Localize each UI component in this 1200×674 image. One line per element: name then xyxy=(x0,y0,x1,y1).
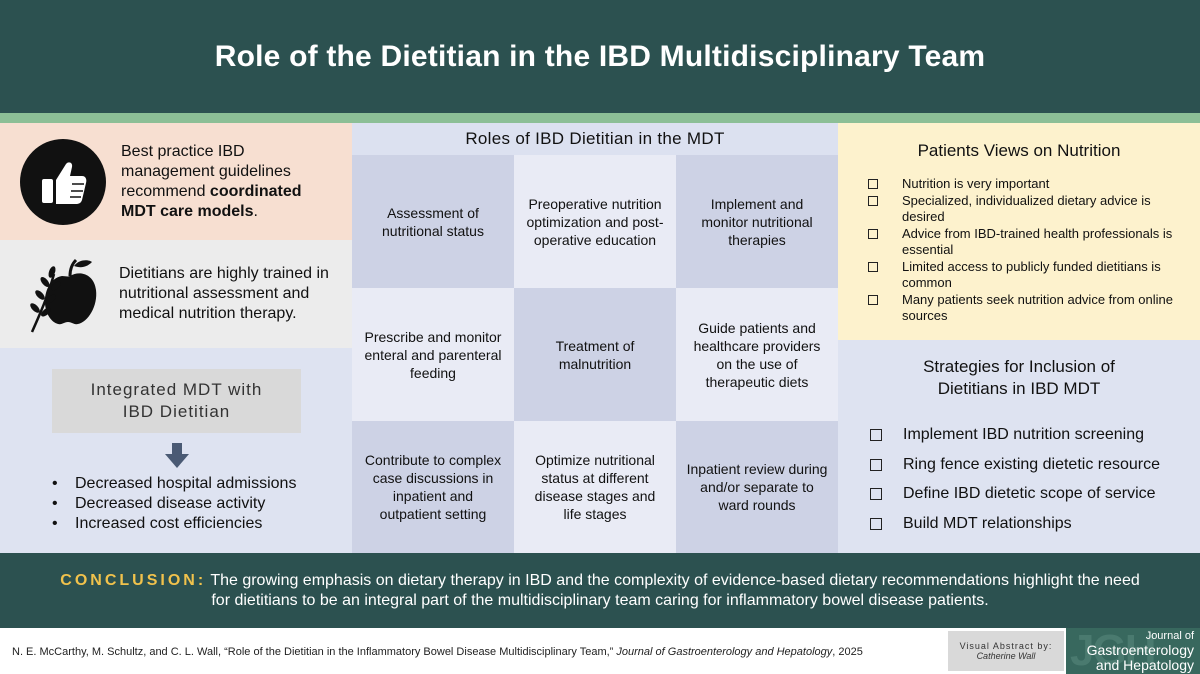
integrated-mdt-card: Integrated MDT with IBD Dietitian Decrea… xyxy=(0,348,352,553)
strategies-card: Strategies for Inclusion of Dietitians i… xyxy=(838,340,1200,553)
checkbox-icon xyxy=(870,517,882,530)
arrow-down-icon xyxy=(165,443,189,468)
roles-panel: Roles of IBD Dietitian in the MDT Assess… xyxy=(352,123,838,553)
role-cell: Inpatient review during and/or separate … xyxy=(676,421,838,553)
checkbox-icon xyxy=(870,488,882,500)
role-cell: Optimize nutritional status at different… xyxy=(514,421,676,553)
header-banner: Role of the Dietitian in the IBD Multidi… xyxy=(0,0,1200,113)
conclusion-label: CONCLUSION: xyxy=(60,571,207,589)
checkbox-icon xyxy=(868,195,878,206)
role-cell: Treatment of malnutrition xyxy=(514,288,676,421)
right-column: Patients Views on Nutrition Nutrition is… xyxy=(838,123,1200,553)
list-item: Limited access to publicly funded dietit… xyxy=(868,259,1188,292)
thumbs-up-icon xyxy=(20,138,106,225)
conclusion-banner: CONCLUSION: The growing emphasis on diet… xyxy=(0,553,1200,628)
guideline-card: Best practice IBD management guidelines … xyxy=(0,123,352,240)
checkbox-icon xyxy=(868,294,878,305)
patients-views-card: Patients Views on Nutrition Nutrition is… xyxy=(838,123,1200,340)
role-cell: Implement and monitor nutritional therap… xyxy=(676,155,838,288)
patients-views-title: Patients Views on Nutrition xyxy=(917,141,1121,160)
guideline-text: Best practice IBD management guidelines … xyxy=(121,142,302,220)
footer: N. E. McCarthy, M. Schultz, and C. L. Wa… xyxy=(0,626,1200,674)
roles-grid: Assessment of nutritional status Preoper… xyxy=(352,155,838,553)
list-item: Implement IBD nutrition screening xyxy=(870,420,1160,450)
visual-abstract-credit: Visual Abstract by: Catherine Wall xyxy=(948,631,1064,671)
strategies-title: Strategies for Inclusion of Dietitians i… xyxy=(923,357,1115,398)
list-item: Decreased hospital admissions xyxy=(52,474,296,494)
list-item: Increased cost efficiencies xyxy=(52,514,296,534)
role-cell: Guide patients and healthcare providers … xyxy=(676,288,838,421)
role-cell: Assessment of nutritional status xyxy=(352,155,514,288)
list-item: Ring fence existing dietetic resource xyxy=(870,450,1160,480)
conclusion-text: CONCLUSION: The growing emphasis on diet… xyxy=(60,571,1140,609)
page-title: Role of the Dietitian in the IBD Multidi… xyxy=(214,39,986,73)
roles-title: Roles of IBD Dietitian in the MDT xyxy=(465,129,725,148)
checkbox-icon xyxy=(868,228,878,239)
list-item: Advice from IBD-trained health professio… xyxy=(868,226,1188,259)
list-item: Build MDT relationships xyxy=(870,509,1160,539)
list-item: Specialized, individualized dietary advi… xyxy=(868,193,1188,226)
header-accent-band xyxy=(0,113,1200,123)
integrated-mdt-label: Integrated MDT with IBD Dietitian xyxy=(52,369,301,433)
citation: N. E. McCarthy, M. Schultz, and C. L. Wa… xyxy=(12,646,863,658)
training-card: Dietitians are highly trained in nutriti… xyxy=(0,240,352,348)
outcomes-list: Decreased hospital admissions Decreased … xyxy=(52,474,296,534)
training-text: Dietitians are highly trained in nutriti… xyxy=(119,265,329,322)
list-item: Define IBD dietetic scope of service xyxy=(870,479,1160,509)
role-cell: Contribute to complex case discussions i… xyxy=(352,421,514,553)
strategies-list: Implement IBD nutrition screening Ring f… xyxy=(870,420,1160,538)
apple-wheat-icon xyxy=(18,252,102,336)
list-item: Decreased disease activity xyxy=(52,494,296,514)
checkbox-icon xyxy=(870,458,882,471)
role-cell: Preoperative nutrition optimization and … xyxy=(514,155,676,288)
journal-logo: JGH Journal of Gastroenterology and Hepa… xyxy=(1066,626,1200,674)
checkbox-icon xyxy=(868,261,878,272)
checkbox-icon xyxy=(870,429,882,441)
role-cell: Prescribe and monitor enteral and parent… xyxy=(352,288,514,421)
patients-views-list: Nutrition is very important Specialized,… xyxy=(868,176,1188,325)
list-item: Many patients seek nutrition advice from… xyxy=(868,292,1188,325)
checkbox-icon xyxy=(868,179,878,189)
left-column: Best practice IBD management guidelines … xyxy=(0,123,352,553)
list-item: Nutrition is very important xyxy=(868,176,1188,193)
